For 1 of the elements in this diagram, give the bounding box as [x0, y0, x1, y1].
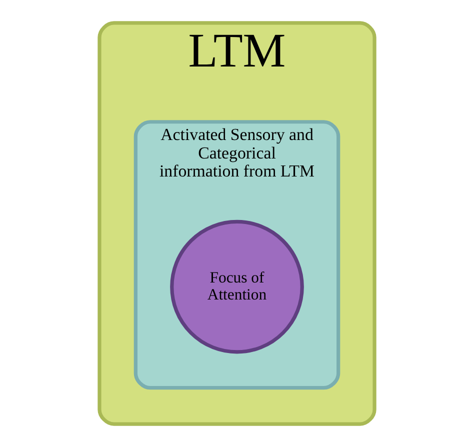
node-circle: Focus of Attention: [170, 220, 304, 354]
